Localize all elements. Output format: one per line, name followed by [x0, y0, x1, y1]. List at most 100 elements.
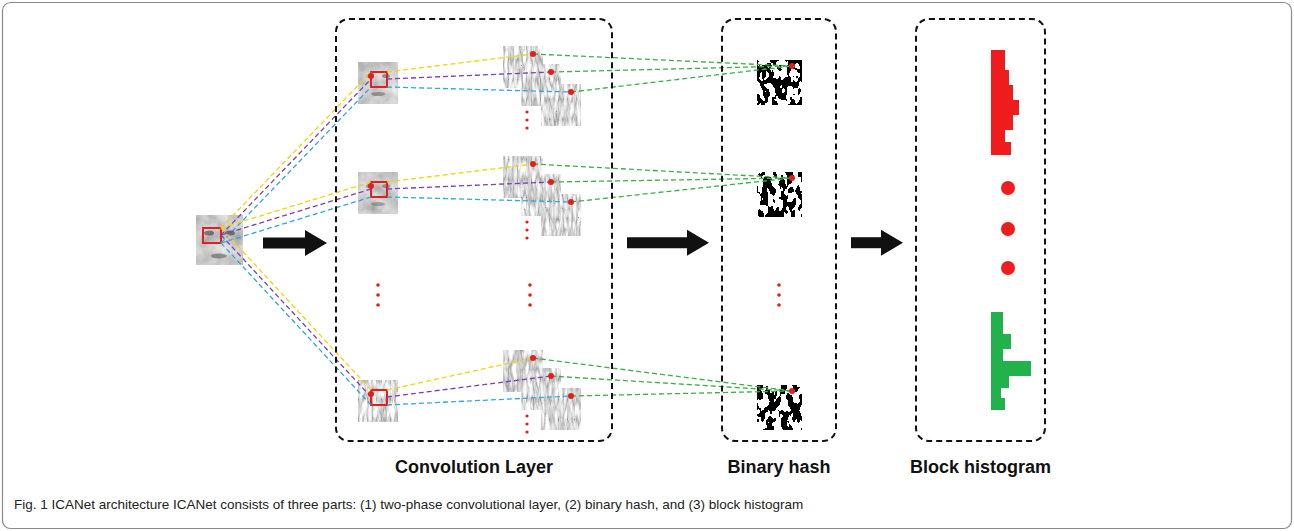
ellipsis-dots-part [777, 303, 781, 307]
arrow-shaft [627, 237, 688, 248]
hash-links [533, 54, 792, 396]
phase-links-part [387, 164, 533, 182]
flow-arrow [627, 230, 709, 256]
arrow-shaft [851, 237, 882, 248]
first-phase-maps [358, 62, 398, 422]
ellipsis-dots-part [777, 293, 781, 297]
input-links-part [221, 189, 371, 235]
hash-links-part [533, 54, 792, 66]
pixel-dots-part [789, 175, 795, 181]
arrow-head [881, 230, 903, 256]
first-phase-maps-part [371, 92, 385, 96]
ellipsis-dots-part [528, 283, 532, 287]
pixel-dots-part [548, 179, 554, 185]
hash-links-part [571, 391, 792, 396]
phase-links-part [387, 376, 551, 397]
pixel-dots-part [548, 373, 554, 379]
first-phase-maps-part [358, 62, 398, 104]
arrow-head [687, 230, 709, 256]
convolution-layer-box: Convolution Layer [335, 18, 613, 442]
hash-links-part [551, 66, 792, 72]
hash-links-part [533, 358, 792, 391]
second-phase-stacks [503, 46, 581, 430]
red-histogram-part [991, 130, 1005, 142]
second-phase-stacks-part [541, 388, 581, 430]
figure-frame [3, 3, 1292, 529]
histogram-ellipsis-part [1001, 222, 1015, 236]
input-links-part [221, 235, 371, 397]
histogram-ellipsis-part [1001, 261, 1015, 275]
flow-arrow [851, 230, 903, 256]
binary-hash-maps [757, 60, 802, 430]
phase-links-part [387, 72, 551, 79]
input-face-part [211, 254, 227, 259]
pixel-dots-part [789, 388, 795, 394]
phase-links [387, 54, 571, 405]
pixel-dots-part [368, 183, 374, 189]
pixel-dots [368, 51, 795, 399]
ellipsis-dots-part [525, 236, 528, 239]
first-phase-maps-part [358, 380, 398, 422]
green-histogram-part [991, 312, 1003, 334]
ellipsis-dots-part [525, 414, 528, 417]
binary-hash-box: Binary hash [721, 18, 837, 442]
ellipsis-dots-part [525, 422, 528, 425]
ellipsis-dots-part [525, 220, 528, 223]
red-histogram [991, 50, 1019, 155]
input-arrow-part [305, 230, 327, 256]
input-face-part [204, 231, 214, 236]
ellipsis-dots-part [777, 283, 781, 287]
ellipsis-dots-part [376, 293, 380, 297]
input-face [196, 215, 243, 265]
red-histogram-part [991, 70, 1009, 85]
input-links-part [221, 72, 371, 228]
red-histogram-part [991, 115, 1013, 130]
histogram-ellipsis [1001, 181, 1015, 275]
phase-links-part [387, 182, 551, 189]
input-links [221, 72, 371, 405]
pixel-dots-part [368, 73, 374, 79]
input-arrow-part [263, 238, 306, 249]
ellipsis-dots-part [525, 126, 528, 129]
ellipsis-dots-part [528, 303, 532, 307]
hash-links-part [571, 178, 792, 202]
pixel-dots-part [368, 391, 374, 397]
ellipsis-dots-part [528, 293, 532, 297]
input-links-part [221, 79, 371, 235]
pixel-dots-part [568, 199, 574, 205]
section-heading: Convolution Layer [395, 456, 553, 478]
phase-links-part [387, 358, 533, 390]
phase-links-part [387, 54, 533, 72]
pixel-dots-part [548, 69, 554, 75]
figure-caption: Fig. 1 ICANet architecture ICANet consis… [14, 496, 1274, 514]
first-phase-maps-part [366, 184, 374, 188]
pixel-dots-part [530, 355, 536, 361]
green-histogram-part [991, 376, 1009, 388]
red-histogram-part [991, 100, 1019, 115]
green-histogram-part [991, 334, 1011, 349]
red-histogram-part [991, 50, 1005, 70]
input-links-part [221, 228, 371, 390]
input-face-part [196, 215, 243, 265]
ellipsis-dots-part [525, 110, 528, 113]
green-histogram-part [991, 349, 1003, 361]
pixel-dots-part [568, 89, 574, 95]
pixel-dots-part [568, 393, 574, 399]
input-arrow [263, 230, 327, 256]
section-heading: Binary hash [727, 456, 830, 478]
pixel-dots-part [530, 161, 536, 167]
green-histogram [991, 312, 1031, 410]
histogram-ellipsis-part [1001, 181, 1015, 195]
section-heading: Block histogram [910, 456, 1051, 478]
ellipsis-dots-part [376, 283, 380, 287]
ellipsis-dots-part [525, 430, 528, 433]
green-histogram-part [991, 388, 1001, 398]
first-phase-maps-part [358, 172, 398, 214]
ellipsis-dots-part [376, 303, 380, 307]
input-links-part [221, 182, 371, 228]
block-histogram-box: Block histogram [915, 18, 1046, 442]
green-histogram-part [991, 398, 1005, 410]
input-links-part [221, 197, 371, 243]
